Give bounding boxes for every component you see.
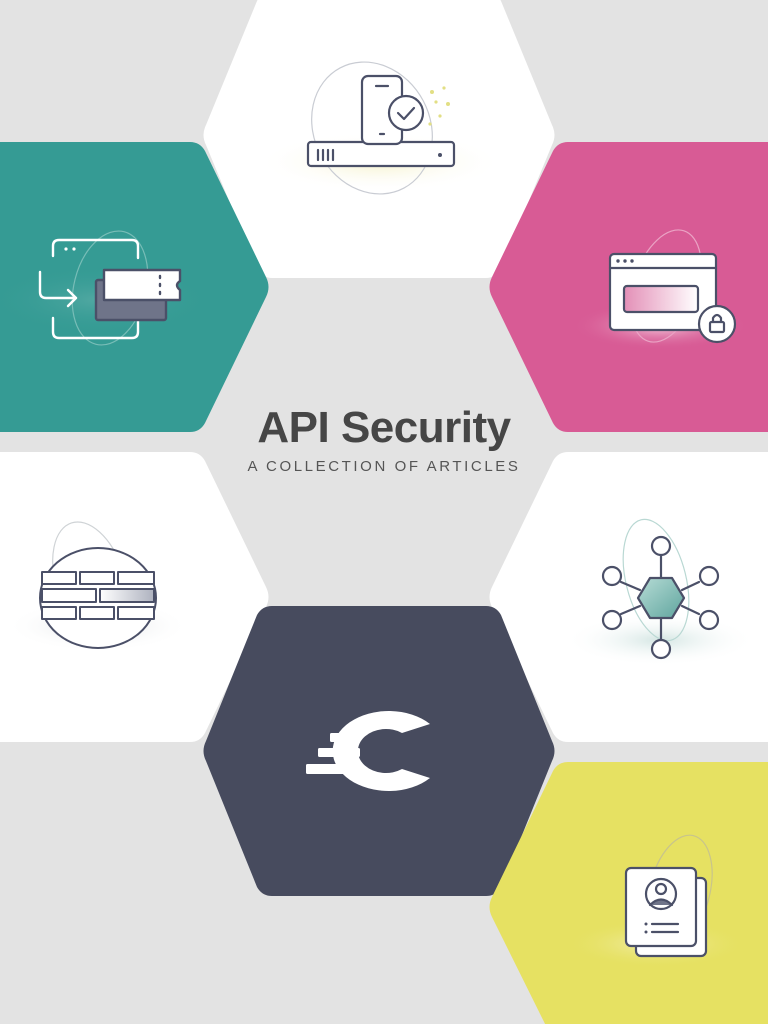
mobile-check-server-icon	[258, 61, 502, 195]
hex-brand-logo	[203, 606, 555, 896]
title-block: API Security A COLLECTION OF ARTICLES	[0, 400, 768, 475]
browser-lock-icon	[572, 229, 748, 350]
token-exchange-icon	[0, 230, 210, 346]
hex-network-hub	[489, 452, 768, 742]
brand-logo-icon	[306, 711, 430, 792]
identity-card-icon	[566, 834, 746, 968]
page-title: API Security	[257, 403, 511, 452]
firewall-icon	[6, 521, 190, 652]
network-hub-icon	[564, 518, 756, 666]
page-subtitle: A COLLECTION OF ARTICLES	[247, 458, 521, 475]
